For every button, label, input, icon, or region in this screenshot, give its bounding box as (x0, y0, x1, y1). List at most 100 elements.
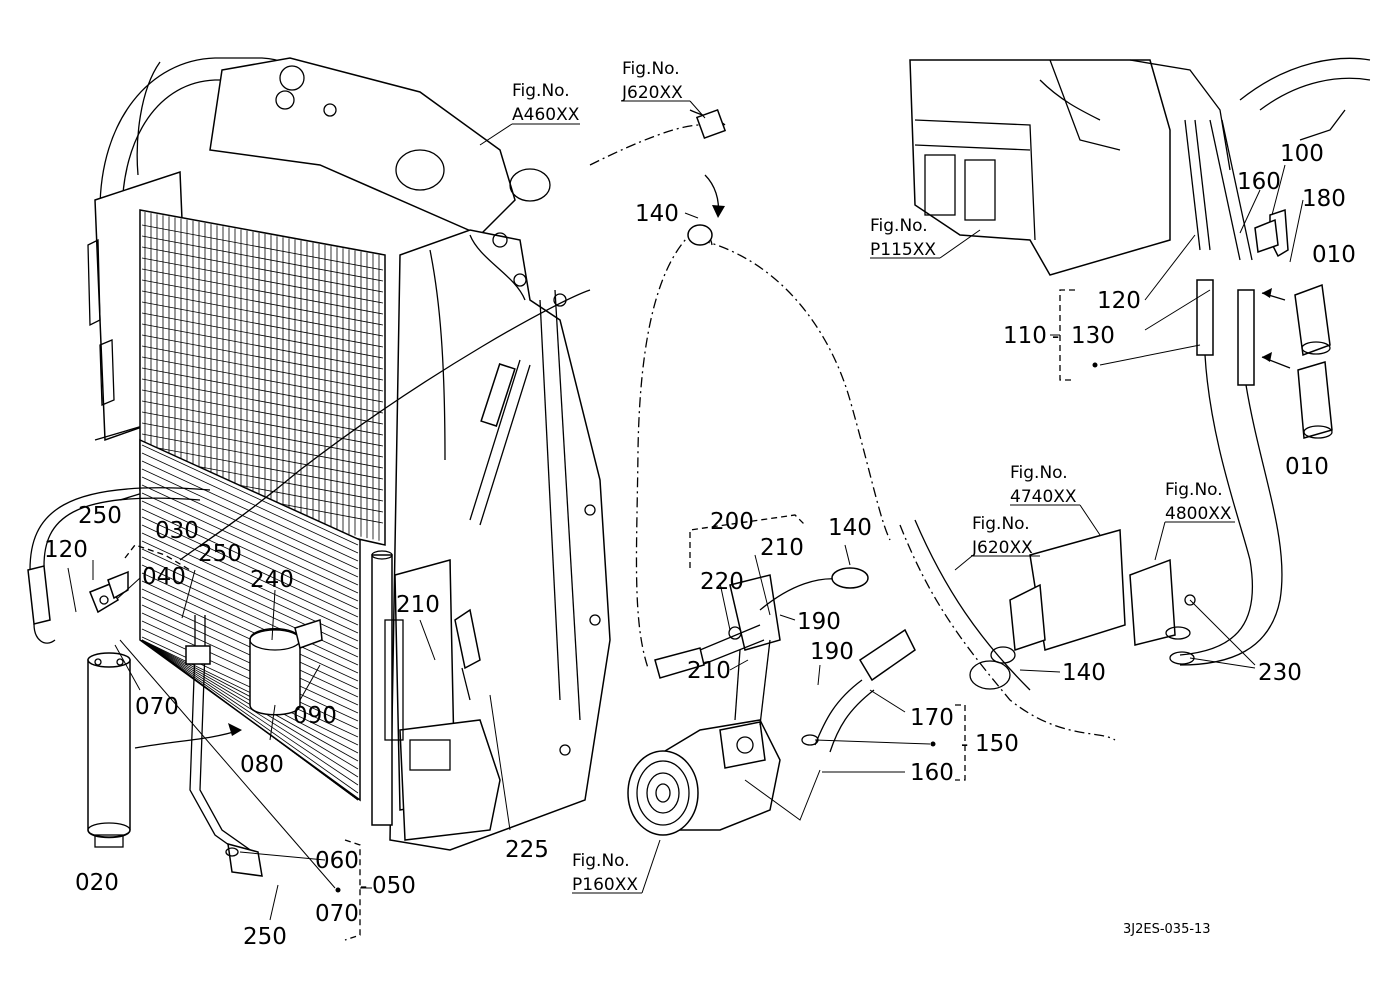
radiator-fin (141, 411, 384, 458)
condenser-fin (141, 468, 359, 570)
fig-caption: Fig.No. (1010, 463, 1068, 483)
callout-060: 060 (315, 848, 359, 874)
radiator-fin (141, 433, 384, 480)
condenser-fin (141, 484, 359, 586)
fig-caption: Fig.No. (622, 59, 680, 79)
fig-number: P160XX (572, 875, 638, 895)
condenser-fin (141, 639, 359, 801)
callout-170: 170 (910, 705, 954, 731)
radiator-fin (141, 334, 384, 381)
fig-caption: Fig.No. (572, 851, 630, 871)
receiver-dryer-drawing (27, 487, 323, 877)
fig-ref-p115: Fig.No. P115XX (870, 216, 936, 260)
fig-caption: Fig.No. (870, 216, 928, 236)
callout-180: 180 (1302, 186, 1346, 212)
fig-caption: Fig.No. (512, 81, 570, 101)
callout-160: 160 (1237, 169, 1281, 195)
callout-225: 225 (505, 837, 549, 863)
callout-130: 130 (1071, 323, 1115, 349)
svg-text:-: - (360, 874, 367, 898)
condenser-fin (141, 639, 359, 794)
fig-ref-4740: Fig.No. 4740XX (1010, 463, 1077, 507)
condenser-fin (141, 564, 359, 666)
condenser-fin (141, 500, 359, 602)
group-markers: - - - (360, 324, 1059, 898)
bracket-drawing (899, 519, 1196, 741)
fig-number: A460XX (512, 105, 580, 125)
callout-200: 200 (710, 509, 754, 535)
condenser-fin (141, 492, 359, 594)
radiator-fin (141, 301, 384, 348)
callout-190: 190 (810, 639, 854, 665)
callout-010: 010 (1285, 454, 1329, 480)
radiator-fin (141, 290, 384, 337)
radiator-fin (141, 235, 384, 282)
radiator-fin (141, 257, 384, 304)
condenser-fin (141, 540, 359, 642)
callout-250: 250 (243, 924, 287, 950)
radiator-frame-drawing (87, 57, 611, 851)
radiator-fin (141, 323, 384, 370)
condenser-fin (141, 476, 359, 578)
callout-140: 140 (1062, 660, 1106, 686)
callout-040: 040 (142, 564, 186, 590)
condenser-fin (141, 639, 359, 778)
fig-ref-4800: Fig.No. 4800XX (1165, 480, 1232, 524)
radiator-fin (141, 246, 384, 293)
fig-number: P115XX (870, 240, 936, 260)
svg-text:-: - (961, 732, 968, 756)
callout-020: 020 (75, 870, 119, 896)
condenser-fin (141, 516, 359, 618)
condenser-fin (141, 460, 359, 562)
radiator-fin (141, 367, 384, 414)
radiator-fin (141, 279, 384, 326)
callout-070: 070 (135, 694, 179, 720)
fig-caption: Fig.No. (972, 514, 1030, 534)
part-callouts: 140 100 160 180 010 120 110 130 010 250 … (44, 141, 1356, 950)
document-code: 3J2ES-035-13 (1123, 922, 1211, 937)
callout-210: 210 (396, 592, 440, 618)
aircon-unit-drawing (909, 57, 1371, 666)
fig-number: 4800XX (1165, 504, 1232, 524)
condenser-fin (141, 580, 359, 682)
fig-number: 4740XX (1010, 487, 1077, 507)
radiator-fin (141, 356, 384, 403)
compressor-drawing (627, 567, 916, 836)
callout-250: 250 (78, 503, 122, 529)
fig-caption: Fig.No. (1165, 480, 1223, 500)
callout-230: 230 (1258, 660, 1302, 686)
radiator-fin (141, 444, 384, 491)
callout-120: 120 (1097, 288, 1141, 314)
fig-ref-j620-mid: Fig.No. J620XX (971, 514, 1033, 558)
radiator-fin (141, 389, 384, 436)
callout-030: 030 (155, 518, 199, 544)
svg-text:-: - (1052, 324, 1059, 348)
callout-110: 110 (1003, 323, 1047, 349)
condenser-fin (141, 444, 359, 546)
radiator-fin (141, 345, 384, 392)
radiator-fin (141, 268, 384, 315)
condenser-fin (141, 548, 359, 650)
callout-240: 240 (250, 567, 294, 593)
condenser-fin (141, 452, 359, 554)
leader-lines (67, 100, 1304, 941)
callout-210: 210 (687, 658, 731, 684)
fig-ref-a460: Fig.No. A460XX (512, 81, 580, 125)
radiator-fin (141, 378, 384, 425)
callout-190: 190 (797, 609, 841, 635)
condenser-fin (141, 639, 359, 786)
callout-210: 210 (760, 535, 804, 561)
condenser-fin (141, 524, 359, 626)
fig-ref-j620-top: Fig.No. J620XX (621, 59, 683, 103)
callout-090: 090 (293, 703, 337, 729)
callout-160: 160 (910, 760, 954, 786)
callout-250: 250 (198, 541, 242, 567)
fig-ref-p160: Fig.No. P160XX (572, 851, 638, 895)
fig-number: J620XX (971, 538, 1033, 558)
callout-070: 070 (315, 901, 359, 927)
callout-100: 100 (1280, 141, 1324, 167)
condenser-fin (141, 532, 359, 634)
radiator-fin (141, 312, 384, 359)
callout-010: 010 (1312, 242, 1356, 268)
